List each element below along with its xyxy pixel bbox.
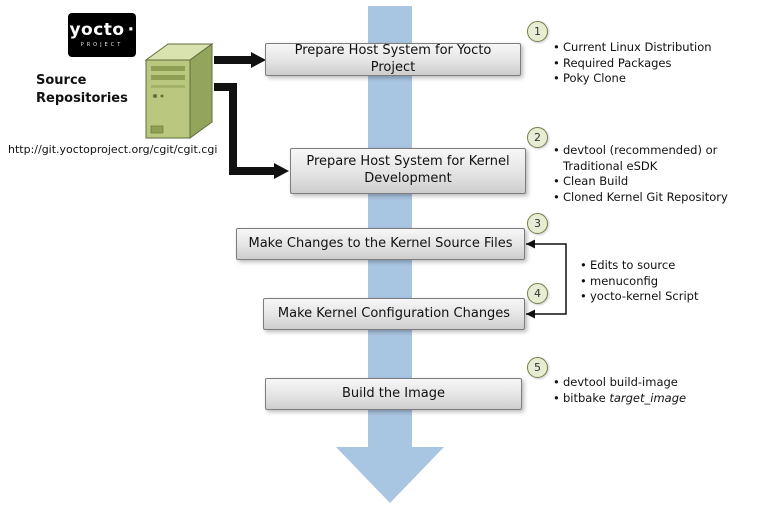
step-box-build-image: Build the Image — [265, 378, 522, 410]
step-box-make-config-changes: Make Kernel Configuration Changes — [263, 298, 525, 330]
bullet-item: Cloned Kernel Git Repository — [551, 190, 728, 204]
yocto-logo-dot: · — [127, 20, 135, 40]
bullet-item: devtool build-image — [551, 375, 686, 389]
bitbake-target-image-italic: target_image — [609, 390, 687, 405]
step-box-prepare-host-kernel: Prepare Host System for Kernel Developme… — [290, 148, 526, 194]
yocto-project-logo: yocto· PROJECT — [68, 13, 136, 57]
step-box-make-source-changes: Make Changes to the Kernel Source Files — [236, 228, 525, 260]
server-icon — [144, 43, 214, 139]
step-badge-2: 2 — [527, 127, 548, 148]
bullet-item: menuconfig — [578, 274, 699, 288]
steps-3-4-shared-bullet-list: Edits to source menuconfig yocto-kernel … — [578, 258, 699, 305]
source-repositories-label: Source Repositories — [36, 73, 128, 107]
step-box-prepare-host-yocto: Prepare Host System for Yocto Project — [265, 43, 521, 76]
step5-bullet-list: devtool build-image bitbake target_image — [551, 375, 686, 406]
bullet-item-continuation: Traditional eSDK — [563, 158, 658, 173]
yocto-logo-subtitle: PROJECT — [80, 42, 124, 48]
source-repository-url: http://git.yoctoproject.org/cgit/cgit.cg… — [8, 143, 218, 156]
bullet-item: Current Linux Distribution — [551, 40, 712, 54]
bullet-item: Clean Build — [551, 174, 728, 188]
bullet-item: Edits to source — [578, 258, 699, 272]
arrow-server-to-step2 — [214, 83, 289, 179]
bullet-item: bitbake target_image — [551, 391, 686, 405]
step2-bullet-list: devtool (recommended) or Traditional eSD… — [551, 143, 728, 205]
yocto-logo-wordmark: yocto· — [69, 20, 135, 40]
bullet-item: yocto-kernel Script — [578, 289, 699, 303]
bitbake-command-prefix: bitbake — [563, 390, 610, 405]
bracket-steps-3-4 — [526, 239, 567, 319]
step-badge-5: 5 — [527, 357, 548, 378]
bullet-item: devtool (recommended) or — [551, 143, 728, 157]
arrow-server-to-step1 — [214, 52, 266, 68]
step-badge-3: 3 — [527, 213, 548, 234]
bullet-item: Required Packages — [551, 56, 712, 70]
bullet-item: Poky Clone — [551, 71, 712, 85]
step-badge-1: 1 — [527, 21, 548, 42]
step-badge-4: 4 — [527, 283, 548, 304]
step1-bullet-list: Current Linux Distribution Required Pack… — [551, 40, 712, 87]
